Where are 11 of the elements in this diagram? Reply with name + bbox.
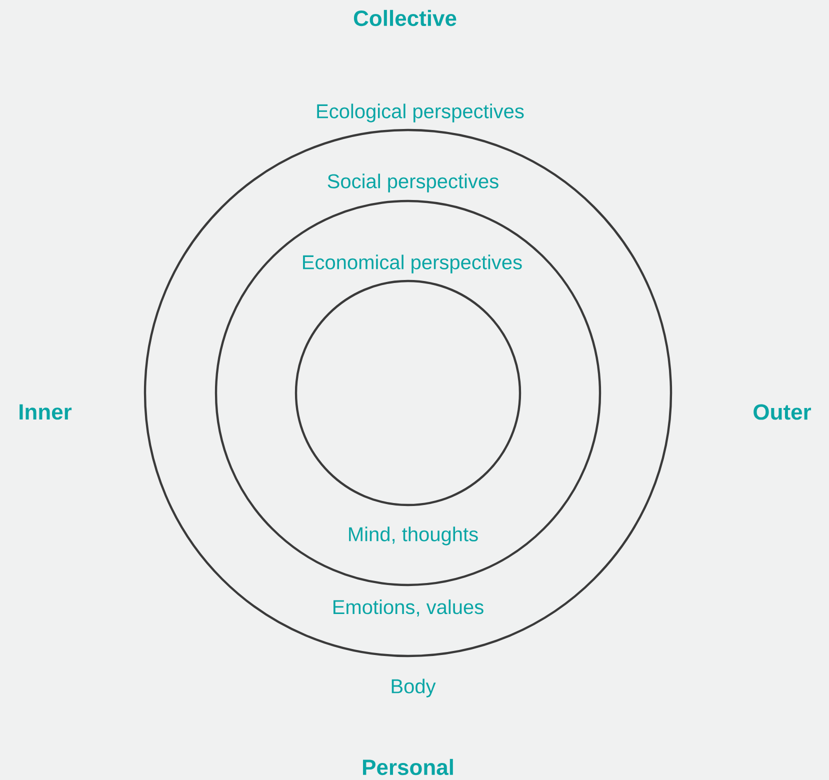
ring-label: Mind, thoughts	[349, 526, 478, 546]
ring-circle	[294, 280, 522, 506]
ring-label: Ecological perspectives	[317, 104, 524, 122]
axis-label: Personal	[363, 758, 453, 776]
axis-label: Collective	[354, 10, 456, 26]
axis-label: Outer	[754, 404, 812, 420]
ring-label: Emotions, values	[334, 599, 484, 617]
ring-label: Economical perspectives	[303, 254, 522, 274]
axis-label: Inner	[20, 404, 72, 420]
ring-label: Social perspectives	[328, 174, 498, 192]
ring-label: Body	[392, 678, 436, 698]
